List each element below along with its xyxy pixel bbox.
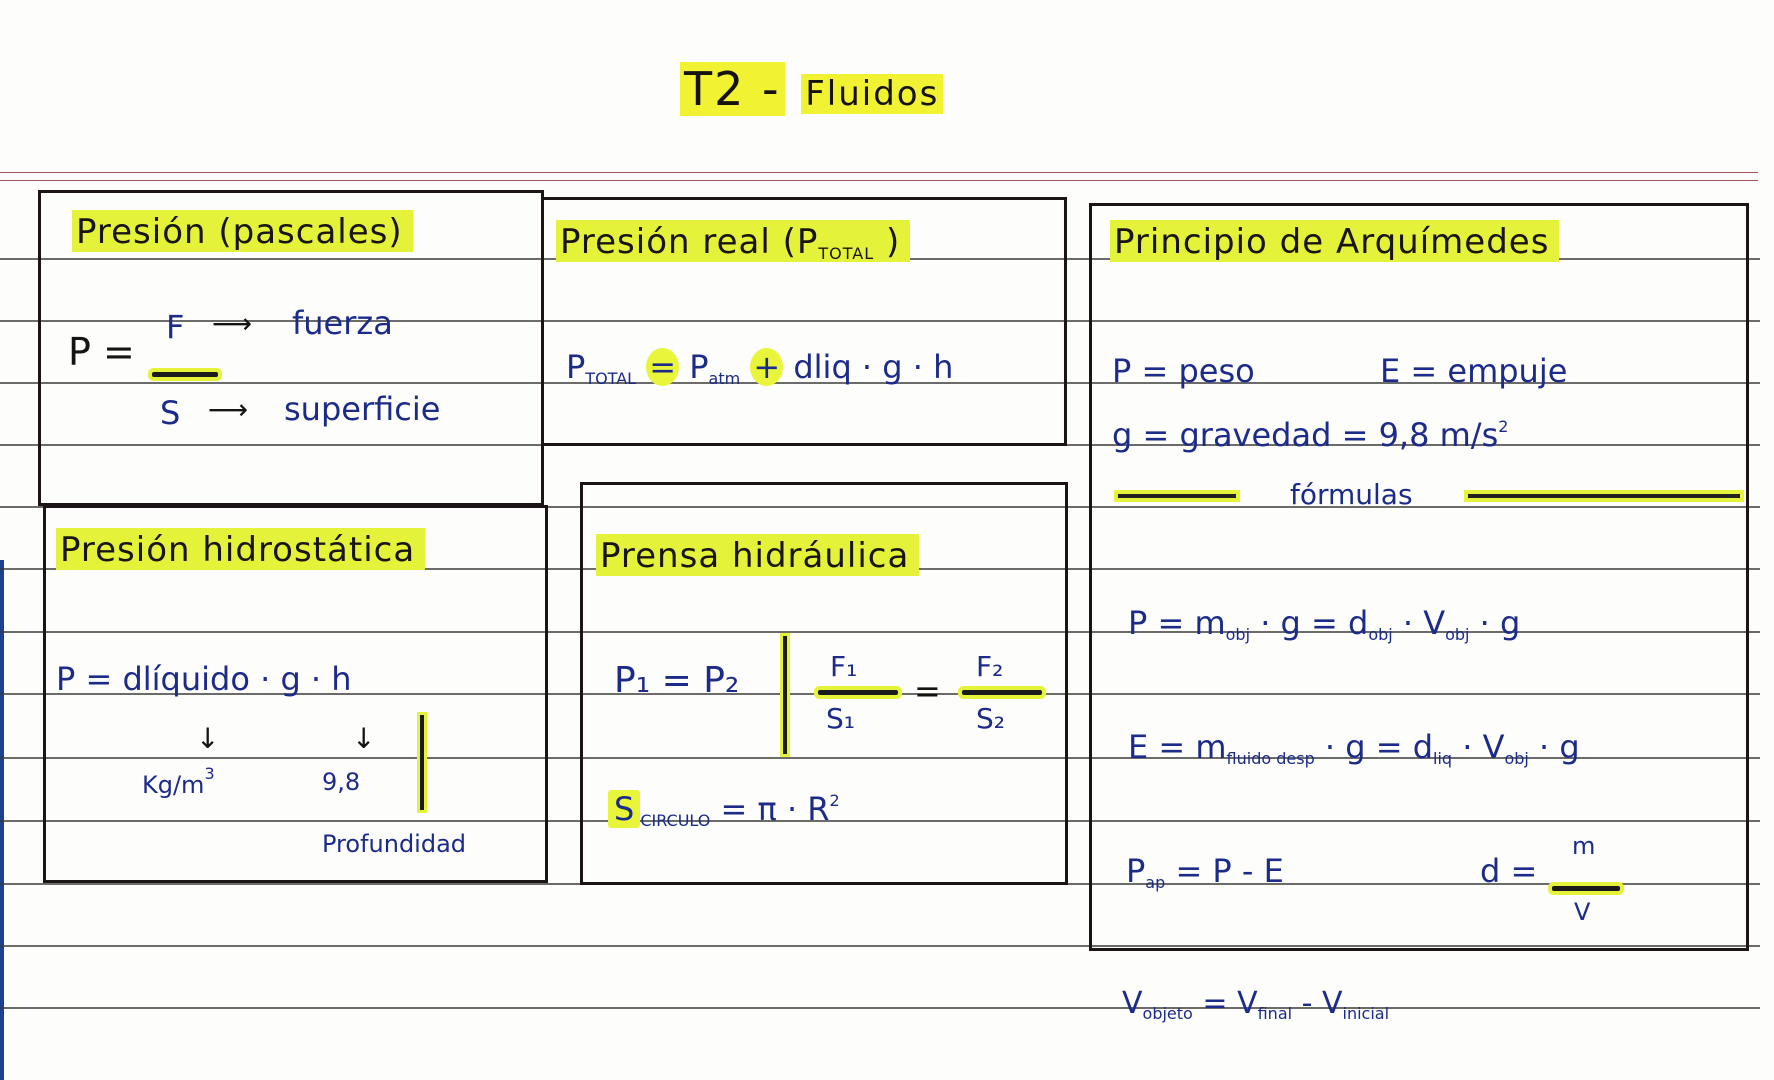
- ruled-line: [0, 631, 1760, 633]
- heading-presion-real: Presión real (PTOTAL ): [556, 220, 911, 263]
- ruled-line: [0, 1007, 1760, 1009]
- ruled-line: [0, 382, 1760, 384]
- formula-peso: P = mobj · g = dobj · Vobj · g: [1128, 604, 1521, 644]
- fraction-f2: F₂: [976, 650, 1004, 683]
- formula-densidad-lhs: d =: [1480, 852, 1538, 890]
- fraction-equals: =: [914, 672, 941, 710]
- fraction-s2: S₂: [976, 702, 1005, 735]
- ruled-line: [0, 506, 1760, 508]
- separator-line: [783, 636, 787, 754]
- formula-p1-p2: P₁ = P₂: [614, 660, 740, 701]
- ruled-line: [0, 945, 1760, 947]
- arrow-right-icon: ⟶: [212, 307, 253, 340]
- heading-presion: Presión (pascales): [72, 210, 413, 252]
- page-title: T2 - Fluidos: [680, 62, 944, 116]
- box-prensa-hidraulica: [580, 482, 1068, 885]
- arrow-down-icon: ↓: [196, 722, 220, 755]
- title-topic-number: T2 -: [680, 62, 785, 116]
- heading-presion-hidrostatica: Presión hidrostática: [56, 528, 426, 570]
- box-presion-real: [541, 197, 1067, 446]
- def-gravedad: g = gravedad = 9,8 m/s2: [1112, 416, 1509, 454]
- label-fuerza: fuerza: [292, 304, 393, 342]
- label-profundidad: Profundidad: [322, 830, 467, 858]
- label-density-units: Kg/m3: [142, 764, 215, 799]
- formulas-label: fórmulas: [1290, 478, 1413, 511]
- ruled-line: [0, 820, 1760, 822]
- arrow-right-icon: ⟶: [208, 393, 249, 426]
- label-gravity-value: 9,8: [322, 768, 361, 796]
- label-superficie: superficie: [284, 390, 441, 428]
- fraction-s1: S₁: [826, 702, 855, 735]
- title-topic-name: Fluidos: [801, 74, 944, 114]
- margin-line-top-2: [0, 180, 1758, 181]
- ruled-line: [0, 757, 1760, 759]
- formula-volumen-objeto: Vobjeto = Vfinal - Vinicial: [1122, 986, 1390, 1023]
- fraction-bar: [152, 372, 218, 377]
- formula-empuje: E = mfluido desp · g = dliq · Vobj · g: [1128, 728, 1580, 768]
- densidad-numerator: m: [1572, 832, 1596, 860]
- densidad-denominator: V: [1574, 898, 1591, 926]
- denominator-s: S: [160, 394, 181, 432]
- divider-line: [1118, 494, 1236, 498]
- arrow-down-long-icon: [420, 715, 424, 810]
- formula-presion-total: PTOTAL = Patm + dliq · g · h: [566, 348, 954, 388]
- fraction-bar: [962, 690, 1042, 695]
- heading-arquimedes: Principio de Arquímedes: [1110, 220, 1560, 262]
- margin-line-top: [0, 172, 1758, 173]
- box-presion-hidrostatica: [43, 505, 548, 883]
- divider-line: [1468, 494, 1740, 498]
- formula-pressure-lhs: P =: [68, 330, 135, 374]
- def-empuje: E = empuje: [1380, 352, 1568, 390]
- numerator-f: F: [166, 308, 185, 346]
- box-arquimedes: [1089, 203, 1749, 951]
- formula-hidrostatica: P = dlíquido · g · h: [56, 660, 352, 698]
- heading-prensa-hidraulica: Prensa hidráulica: [596, 534, 920, 576]
- fraction-bar: [1552, 886, 1620, 891]
- fraction-f1: F₁: [830, 650, 858, 683]
- arrow-down-icon: ↓: [352, 722, 376, 755]
- ruled-line: [0, 320, 1760, 322]
- fraction-bar: [818, 690, 898, 695]
- def-peso: P = peso: [1112, 352, 1255, 390]
- formula-peso-aparente: Pap = P - E: [1126, 852, 1284, 892]
